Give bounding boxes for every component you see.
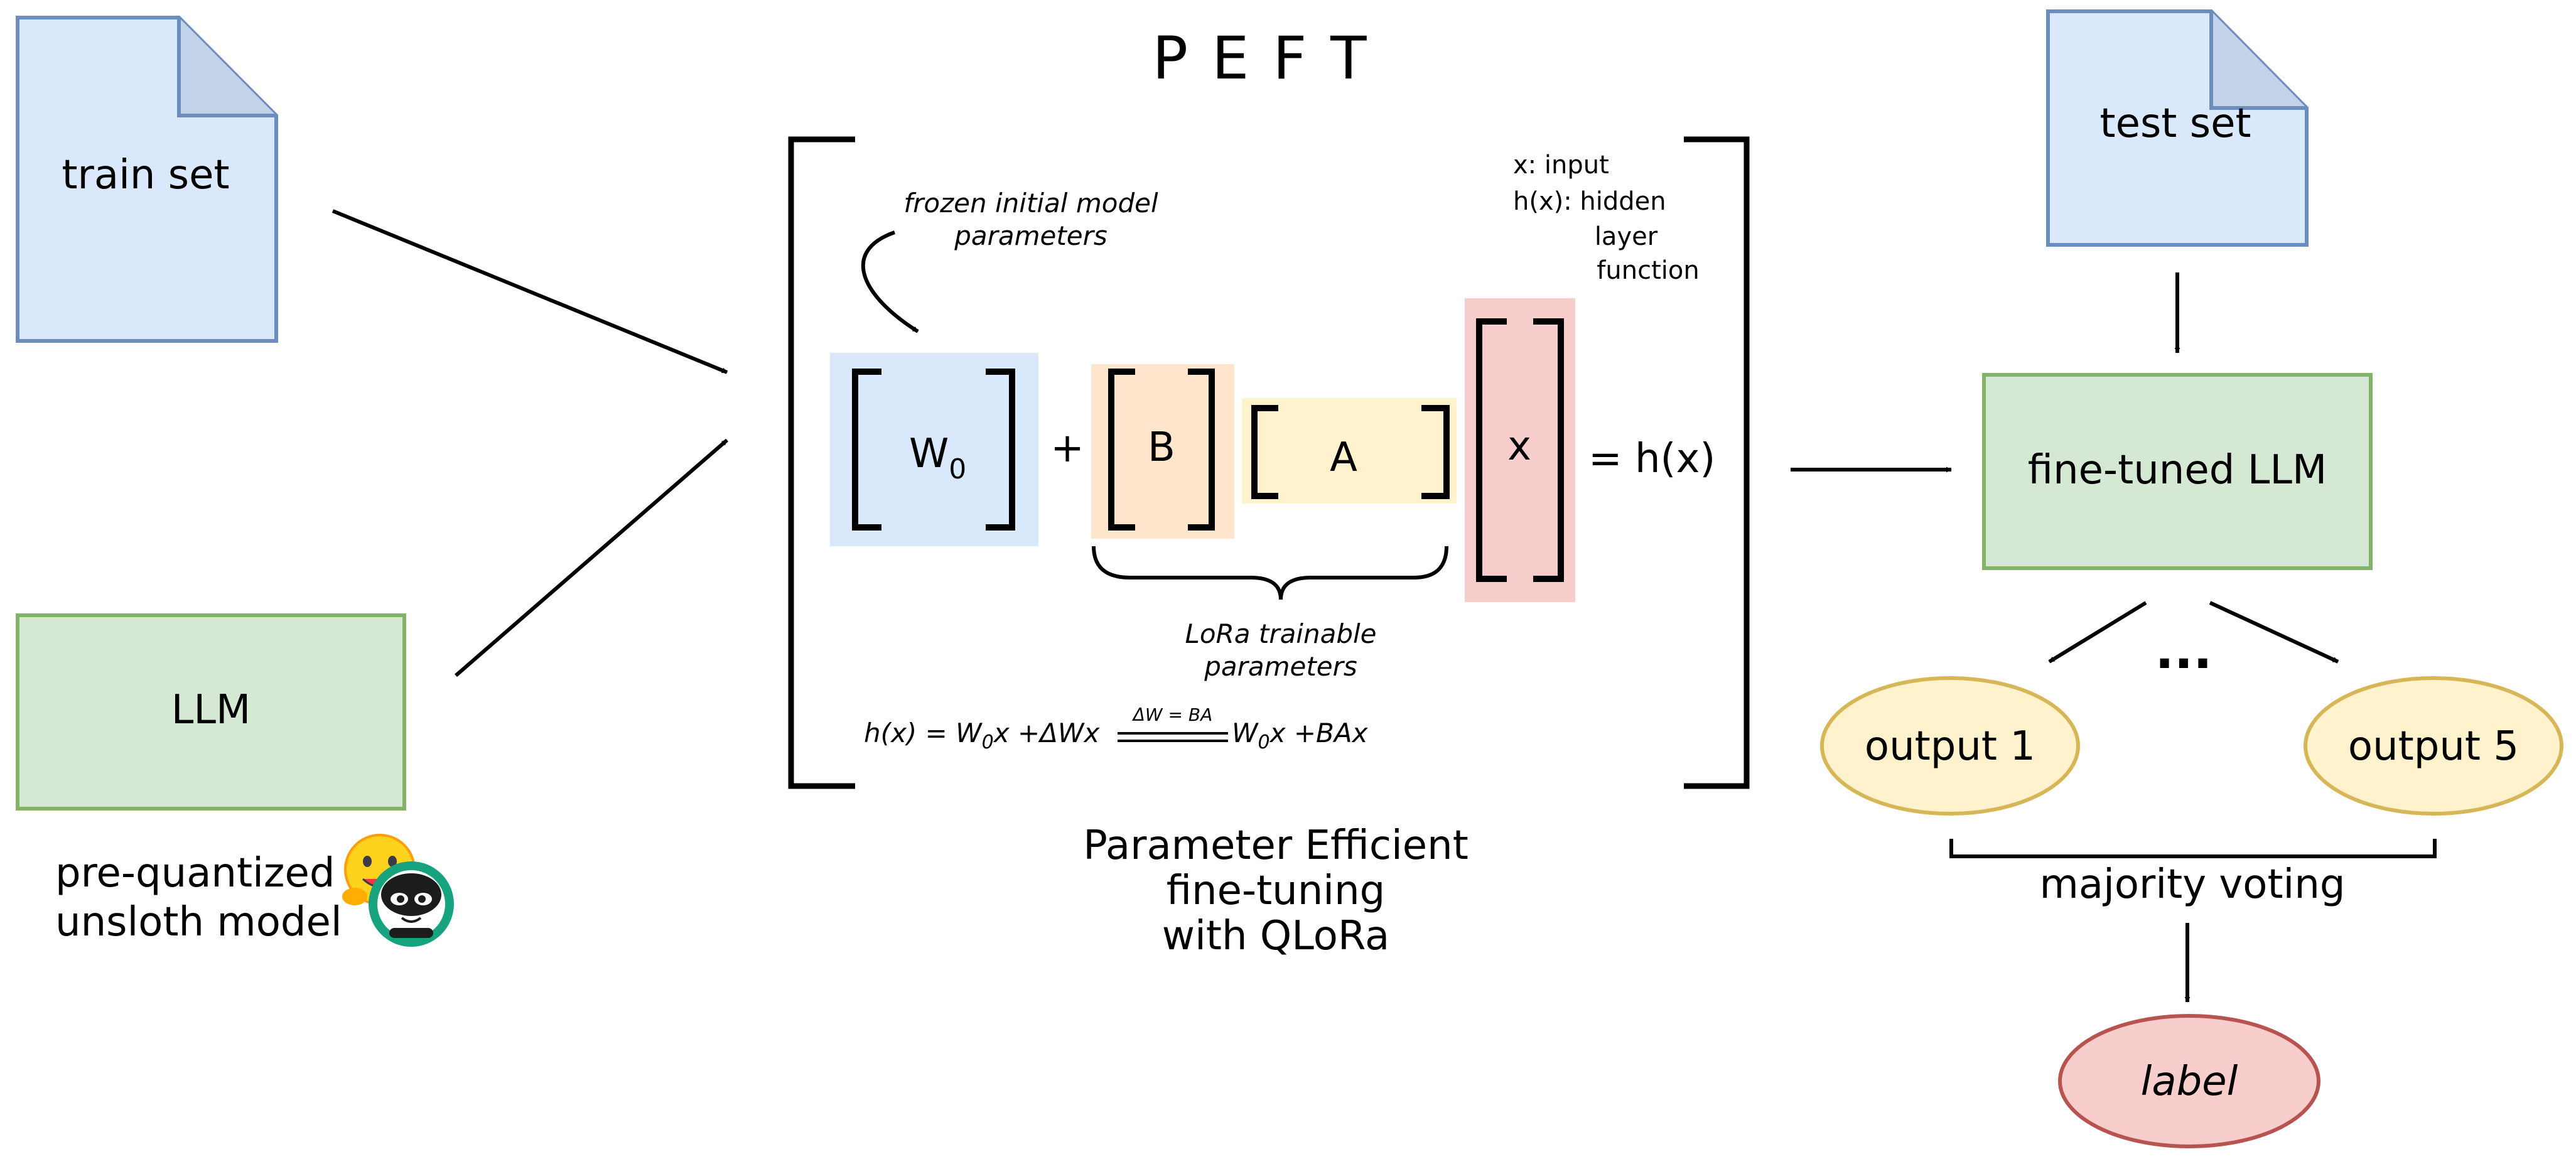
- frozen-annotation-line2: parameters: [954, 220, 1107, 251]
- a-background: [1242, 398, 1457, 504]
- output-5: output 5: [2304, 676, 2563, 816]
- equals-hx: = h(x): [1588, 436, 1715, 482]
- x-label: x: [1507, 423, 1531, 470]
- w0-background: [830, 353, 1038, 546]
- peft-left-bracket: [788, 136, 855, 789]
- llm-rect: [16, 613, 406, 811]
- w0-matrix: W0: [830, 353, 1038, 546]
- peft-title: P E F T: [1152, 24, 1369, 93]
- result-label: label: [2058, 1014, 2320, 1148]
- result-label-text: label: [2141, 1059, 2238, 1105]
- test-set-label: test set: [2099, 100, 2251, 147]
- arrow-finetuned-to-output5: [2209, 601, 2339, 664]
- majority-voting-label: majority voting: [2040, 861, 2346, 908]
- fine-tuned-llm-box: fine-tuned LLM: [1982, 373, 2373, 570]
- formula-over: ΔW = BA: [1132, 704, 1212, 725]
- hx-annotation-line3: function: [1597, 256, 1699, 285]
- llm-box: LLM: [16, 613, 406, 811]
- output-1: output 1: [1820, 676, 2080, 816]
- x-vector: x: [1465, 298, 1575, 602]
- x-input-annotation: x: input: [1513, 151, 1609, 180]
- lora-annotation-line2: parameters: [1204, 651, 1357, 682]
- train-set-fold: [177, 18, 276, 117]
- lora-annotation-line1: LoRa trainable: [1185, 618, 1376, 649]
- test-set-document: test set: [2046, 9, 2309, 247]
- formula-right: W0x +BAx: [1232, 718, 1369, 753]
- lora-formula: h(x) = W0x +ΔWx ΔW = BA W0x +BAx: [864, 704, 1369, 753]
- frozen-annotation-line1: frozen initial model: [903, 188, 1158, 218]
- a-label: A: [1330, 434, 1357, 481]
- fine-tuned-label: fine-tuned LLM: [2028, 447, 2327, 493]
- peft-caption-line3: with QLoRa: [1162, 913, 1389, 959]
- b-matrix: B: [1091, 364, 1234, 539]
- x-background: [1465, 298, 1575, 602]
- hx-annotation-line2: layer: [1595, 222, 1658, 251]
- majority-voting-bracket: [1949, 839, 2437, 858]
- b-label: B: [1148, 424, 1175, 471]
- peft-right-bracket: [1684, 136, 1750, 789]
- fine-tuned-rect: [1982, 373, 2373, 570]
- formula-left: h(x) = W0x +ΔWx: [864, 718, 1100, 753]
- arrow-train-to-peft: [331, 209, 728, 374]
- w0-label: W0: [909, 431, 966, 485]
- plus-sign: +: [1050, 425, 1084, 472]
- outputs-ellipsis: ...: [2155, 622, 2212, 680]
- pre-quantized-line1: pre-quantized: [55, 850, 335, 897]
- test-set-fold: [2209, 11, 2307, 110]
- output-5-label: output 5: [2348, 723, 2519, 770]
- output-1-label: output 1: [1865, 723, 2035, 770]
- unsloth-sloth-logo-icon: [369, 861, 454, 947]
- train-set-label: train set: [62, 152, 229, 198]
- a-matrix: A: [1242, 398, 1457, 504]
- frozen-curved-arrow: [861, 230, 919, 333]
- llm-label: LLM: [171, 687, 251, 733]
- train-set-document: train set: [16, 16, 278, 343]
- pre-quantized-line2: unsloth model: [55, 899, 342, 946]
- hx-annotation-line1: h(x): hidden: [1513, 187, 1666, 216]
- peft-caption-line2: fine-tuning: [1167, 868, 1386, 914]
- arrow-llm-to-peft: [455, 438, 728, 677]
- arrow-finetuned-to-output1: [2048, 601, 2147, 664]
- peft-caption-line1: Parameter Efficient: [1083, 822, 1469, 869]
- lora-curly-brace: [1092, 546, 1448, 600]
